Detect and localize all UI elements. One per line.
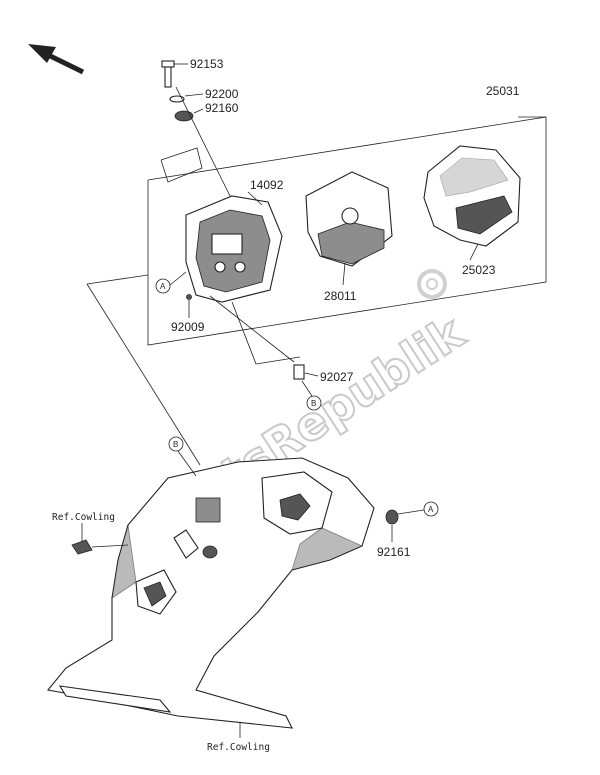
marker-a-top: A <box>155 271 187 294</box>
marker-b-top-label: B <box>311 399 316 408</box>
meter-unit-28011 <box>305 171 393 286</box>
ref-cowling-left: Ref.Cowling <box>52 512 115 523</box>
marker-b-lower-label: B <box>173 440 178 449</box>
callout-25023: 25023 <box>462 263 496 277</box>
assembly-outline <box>86 116 547 346</box>
meter-case-14092 <box>185 191 301 365</box>
front-arrow-icon <box>28 44 85 75</box>
marker-b-lower: B <box>168 436 197 477</box>
marker-a-top-label: A <box>160 282 166 291</box>
marker-a-lower-label: A <box>428 505 434 514</box>
callout-92160: 92160 <box>205 101 239 115</box>
callout-92161: 92161 <box>377 545 411 559</box>
marker-grommet-socket <box>202 545 218 559</box>
callout-92153: 92153 <box>190 57 224 71</box>
collar-92027 <box>293 364 319 397</box>
gear-icon <box>417 269 447 299</box>
callout-14092: 14092 <box>250 178 284 192</box>
bolt-92153 <box>161 60 188 88</box>
ref-cowling-bottom: Ref.Cowling <box>207 742 270 753</box>
grommet-92160 <box>174 108 204 122</box>
callout-92200: 92200 <box>205 87 239 101</box>
grommet-92161 <box>385 509 425 542</box>
meter-cover-25023 <box>423 145 521 261</box>
ref-cowling-left-leader <box>71 523 129 555</box>
washer-92200 <box>169 93 204 103</box>
callout-28011: 28011 <box>324 289 357 303</box>
screw-92009 <box>186 294 192 318</box>
callout-92027: 92027 <box>320 370 354 384</box>
marker-a-lower: A <box>423 501 439 517</box>
callout-92009: 92009 <box>171 320 205 334</box>
callout-25031: 25031 <box>486 84 520 98</box>
meter-stay-bracket <box>46 457 375 729</box>
marker-b-top: B <box>306 395 322 411</box>
